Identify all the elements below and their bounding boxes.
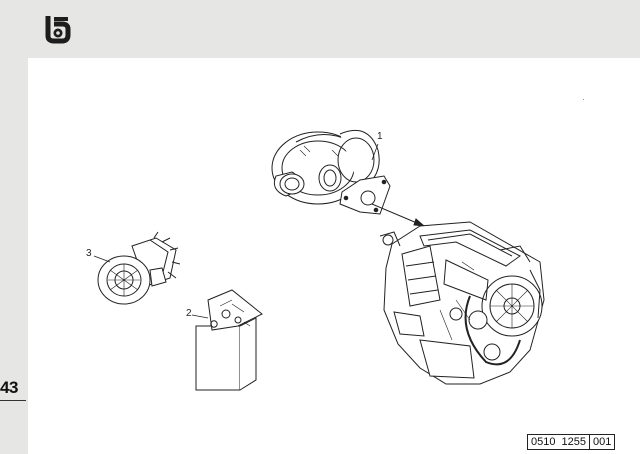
turbocharger-drawing [271,130,391,215]
cartridge-drawing [97,231,181,305]
scan-speck [583,99,584,100]
callout-3-leader [93,255,111,263]
callout-2-leader [191,314,209,319]
seal-kit-drawing [195,289,263,391]
reference-code: 0510 1255 001 [527,434,616,450]
engine-drawing [379,221,545,385]
callout-3: 3 [86,248,92,259]
page-number: 43 [0,378,18,397]
callout-1: 1 [377,131,383,142]
callout-2: 2 [186,308,192,319]
reference-code-part-1: 0510 [531,436,556,448]
drawing-sheet [28,58,640,454]
assembly-arrow [371,203,426,227]
reference-code-part-3: 001 [588,435,614,449]
turbocharger-badge-icon [45,16,71,44]
callout-1-leader [371,143,379,161]
reference-code-part-2: 1255 [561,436,586,448]
page-number-rule [0,400,26,401]
